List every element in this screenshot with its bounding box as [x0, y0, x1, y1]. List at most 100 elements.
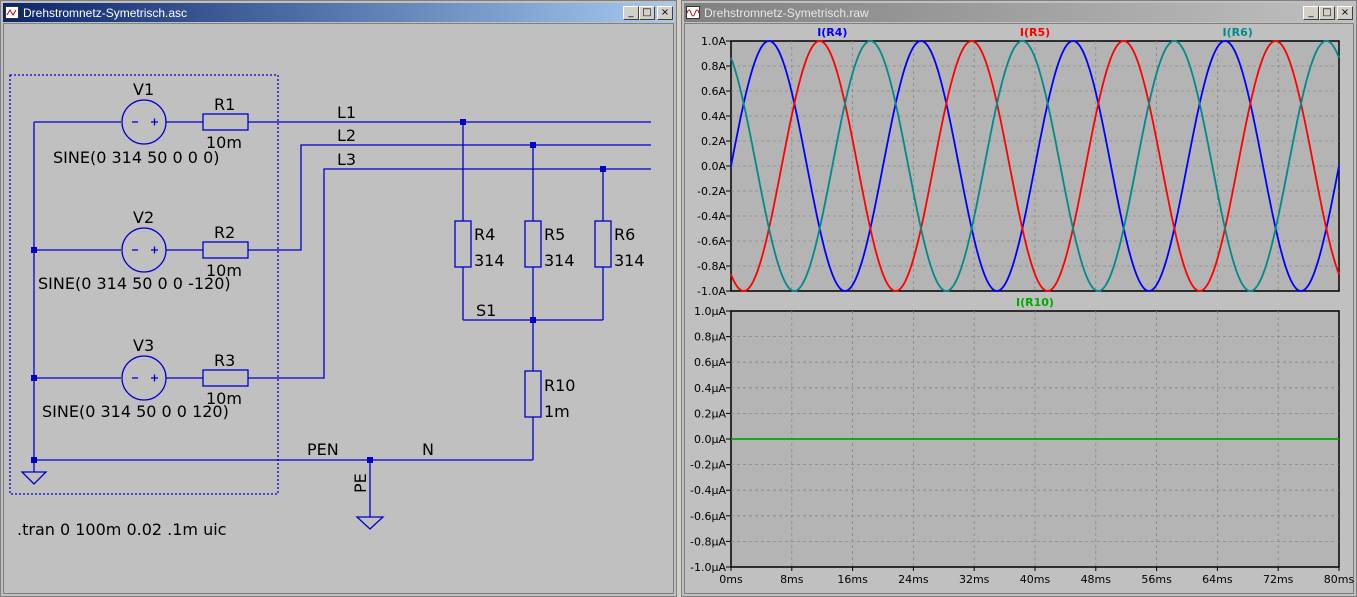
- schematic-titlebar[interactable]: Drehstromnetz-Symetrisch.asc _ □ ×: [3, 3, 674, 22]
- resistor-r3[interactable]: [202, 369, 249, 387]
- series-line-ir5[interactable]: [730, 40, 1340, 292]
- waveform-maximize-button[interactable]: □: [1319, 5, 1335, 20]
- legend-label-ir10[interactable]: I(R10): [1016, 296, 1054, 309]
- x-tick-label: 64ms: [1202, 573, 1233, 586]
- junction-dot: [460, 119, 466, 125]
- resistor-r5-name: R5: [544, 225, 565, 244]
- series-line-ir6[interactable]: [730, 40, 1340, 292]
- source-v3-name: V3: [133, 336, 154, 355]
- schematic-minimize-button[interactable]: _: [623, 5, 639, 20]
- resistor-r10-value: 1m: [544, 402, 570, 421]
- y-tick-label: 0.0A: [701, 160, 726, 173]
- net-label-n: N: [422, 440, 434, 459]
- junction-dot: [31, 247, 37, 253]
- ground-symbol[interactable]: [20, 471, 48, 485]
- x-tick-label: 0ms: [719, 573, 743, 586]
- y-tick-label: -0.2µA: [690, 459, 726, 472]
- y-tick-label: -1.0A: [697, 285, 726, 298]
- waveform-app-icon: [686, 6, 700, 19]
- resistor-r3-value: 10m: [206, 389, 242, 408]
- source-v2-name: V2: [133, 208, 154, 227]
- junction-dot: [31, 375, 37, 381]
- x-tick-label: 80ms: [1324, 573, 1355, 586]
- waveform-plot-svg[interactable]: 1.0A0.8A0.6A0.4A0.2A0.0A-0.2A-0.4A-0.6A-…: [685, 24, 1355, 595]
- x-tick-label: 16ms: [837, 573, 868, 586]
- y-tick-label: 0.2A: [701, 135, 726, 148]
- x-tick-label: 72ms: [1263, 573, 1294, 586]
- y-tick-label: 0.0µA: [694, 433, 726, 446]
- ground-symbol-pe[interactable]: [355, 516, 385, 530]
- resistor-r1[interactable]: [202, 113, 249, 131]
- schematic-maximize-button[interactable]: □: [639, 5, 655, 20]
- waveform-close-button[interactable]: ×: [1337, 5, 1353, 20]
- resistor-r2-name: R2: [214, 223, 235, 242]
- legend-label-ir5[interactable]: I(R5): [1020, 26, 1050, 39]
- resistor-r3-name: R3: [214, 351, 235, 370]
- y-tick-label: -0.6µA: [690, 510, 726, 523]
- y-tick-label: -0.4µA: [690, 484, 726, 497]
- legend-label-ir4[interactable]: I(R4): [817, 26, 847, 39]
- net-label-s1: S1: [476, 301, 496, 320]
- x-tick-label: 40ms: [1020, 573, 1051, 586]
- resistor-r6[interactable]: [594, 220, 612, 268]
- y-tick-label: 0.6A: [701, 85, 726, 98]
- source-v2-spec: SINE(0 314 50 0 0 -120): [38, 274, 231, 293]
- junction-dot: [367, 457, 373, 463]
- x-tick-label: 8ms: [780, 573, 804, 586]
- y-tick-label: 0.2µA: [694, 407, 726, 420]
- voltage-source-v3[interactable]: [121, 355, 167, 401]
- y-tick-label: 0.4A: [701, 110, 726, 123]
- subcircuit-boundary[interactable]: [9, 74, 279, 495]
- schematic-app-icon: [5, 6, 19, 19]
- y-tick-label: 0.8A: [701, 60, 726, 73]
- y-tick-label: 0.8µA: [694, 331, 726, 344]
- resistor-r4-name: R4: [474, 225, 495, 244]
- y-tick-label: -1.0µA: [690, 561, 726, 574]
- junction-dot: [530, 317, 536, 323]
- wire-l3[interactable]: [248, 168, 651, 379]
- y-tick-label: 0.4µA: [694, 382, 726, 395]
- schematic-window[interactable]: Drehstromnetz-Symetrisch.asc _ □ ×: [0, 0, 677, 597]
- resistor-r5-value: 314: [544, 251, 575, 270]
- resistor-r2[interactable]: [202, 241, 249, 259]
- voltage-source-v2[interactable]: [121, 227, 167, 273]
- resistor-r2-value: 10m: [206, 261, 242, 280]
- net-label-l3: L3: [337, 150, 356, 169]
- resistor-r10[interactable]: [524, 370, 542, 418]
- resistor-r1-name: R1: [214, 95, 235, 114]
- net-label-l1: L1: [337, 103, 356, 122]
- source-v1-spec: SINE(0 314 50 0 0 0): [53, 148, 219, 167]
- y-tick-label: 1.0µA: [694, 305, 726, 318]
- resistor-r5[interactable]: [524, 220, 542, 268]
- resistor-r10-name: R10: [544, 376, 575, 395]
- source-v3-spec: SINE(0 314 50 0 0 120): [42, 402, 229, 421]
- x-tick-label: 56ms: [1141, 573, 1172, 586]
- schematic-window-title: Drehstromnetz-Symetrisch.asc: [23, 5, 188, 20]
- waveform-window-title: Drehstromnetz-Symetrisch.raw: [704, 5, 869, 20]
- source-v1-name: V1: [133, 80, 154, 99]
- junction-dot: [31, 457, 37, 463]
- voltage-source-v1[interactable]: [121, 99, 167, 145]
- resistor-r1-value: 10m: [206, 133, 242, 152]
- y-tick-label: -0.8A: [697, 260, 726, 273]
- y-tick-label: -0.6A: [697, 235, 726, 248]
- wire-l2[interactable]: [248, 144, 651, 251]
- x-tick-label: 32ms: [959, 573, 990, 586]
- junction-dot: [600, 166, 606, 172]
- series-line-ir4[interactable]: [730, 40, 1340, 292]
- y-tick-label: -0.8µA: [690, 535, 726, 548]
- resistor-r4[interactable]: [454, 220, 472, 268]
- spice-directive[interactable]: .tran 0 100m 0.02 .1m uic: [17, 520, 226, 539]
- schematic-canvas[interactable]: V1 SINE(0 314 50 0 0 0) V2 SINE(0 314 50…: [4, 24, 675, 594]
- waveform-titlebar[interactable]: Drehstromnetz-Symetrisch.raw _ □ ×: [684, 3, 1354, 22]
- resistor-r6-name: R6: [614, 225, 635, 244]
- net-label-pen: PEN: [307, 440, 339, 459]
- x-tick-label: 24ms: [898, 573, 929, 586]
- schematic-close-button[interactable]: ×: [657, 5, 673, 20]
- schematic-canvas-area[interactable]: V1 SINE(0 314 50 0 0 0) V2 SINE(0 314 50…: [3, 23, 674, 594]
- y-tick-label: 0.6µA: [694, 356, 726, 369]
- waveform-minimize-button[interactable]: _: [1303, 5, 1319, 20]
- legend-label-ir6[interactable]: I(R6): [1223, 26, 1253, 39]
